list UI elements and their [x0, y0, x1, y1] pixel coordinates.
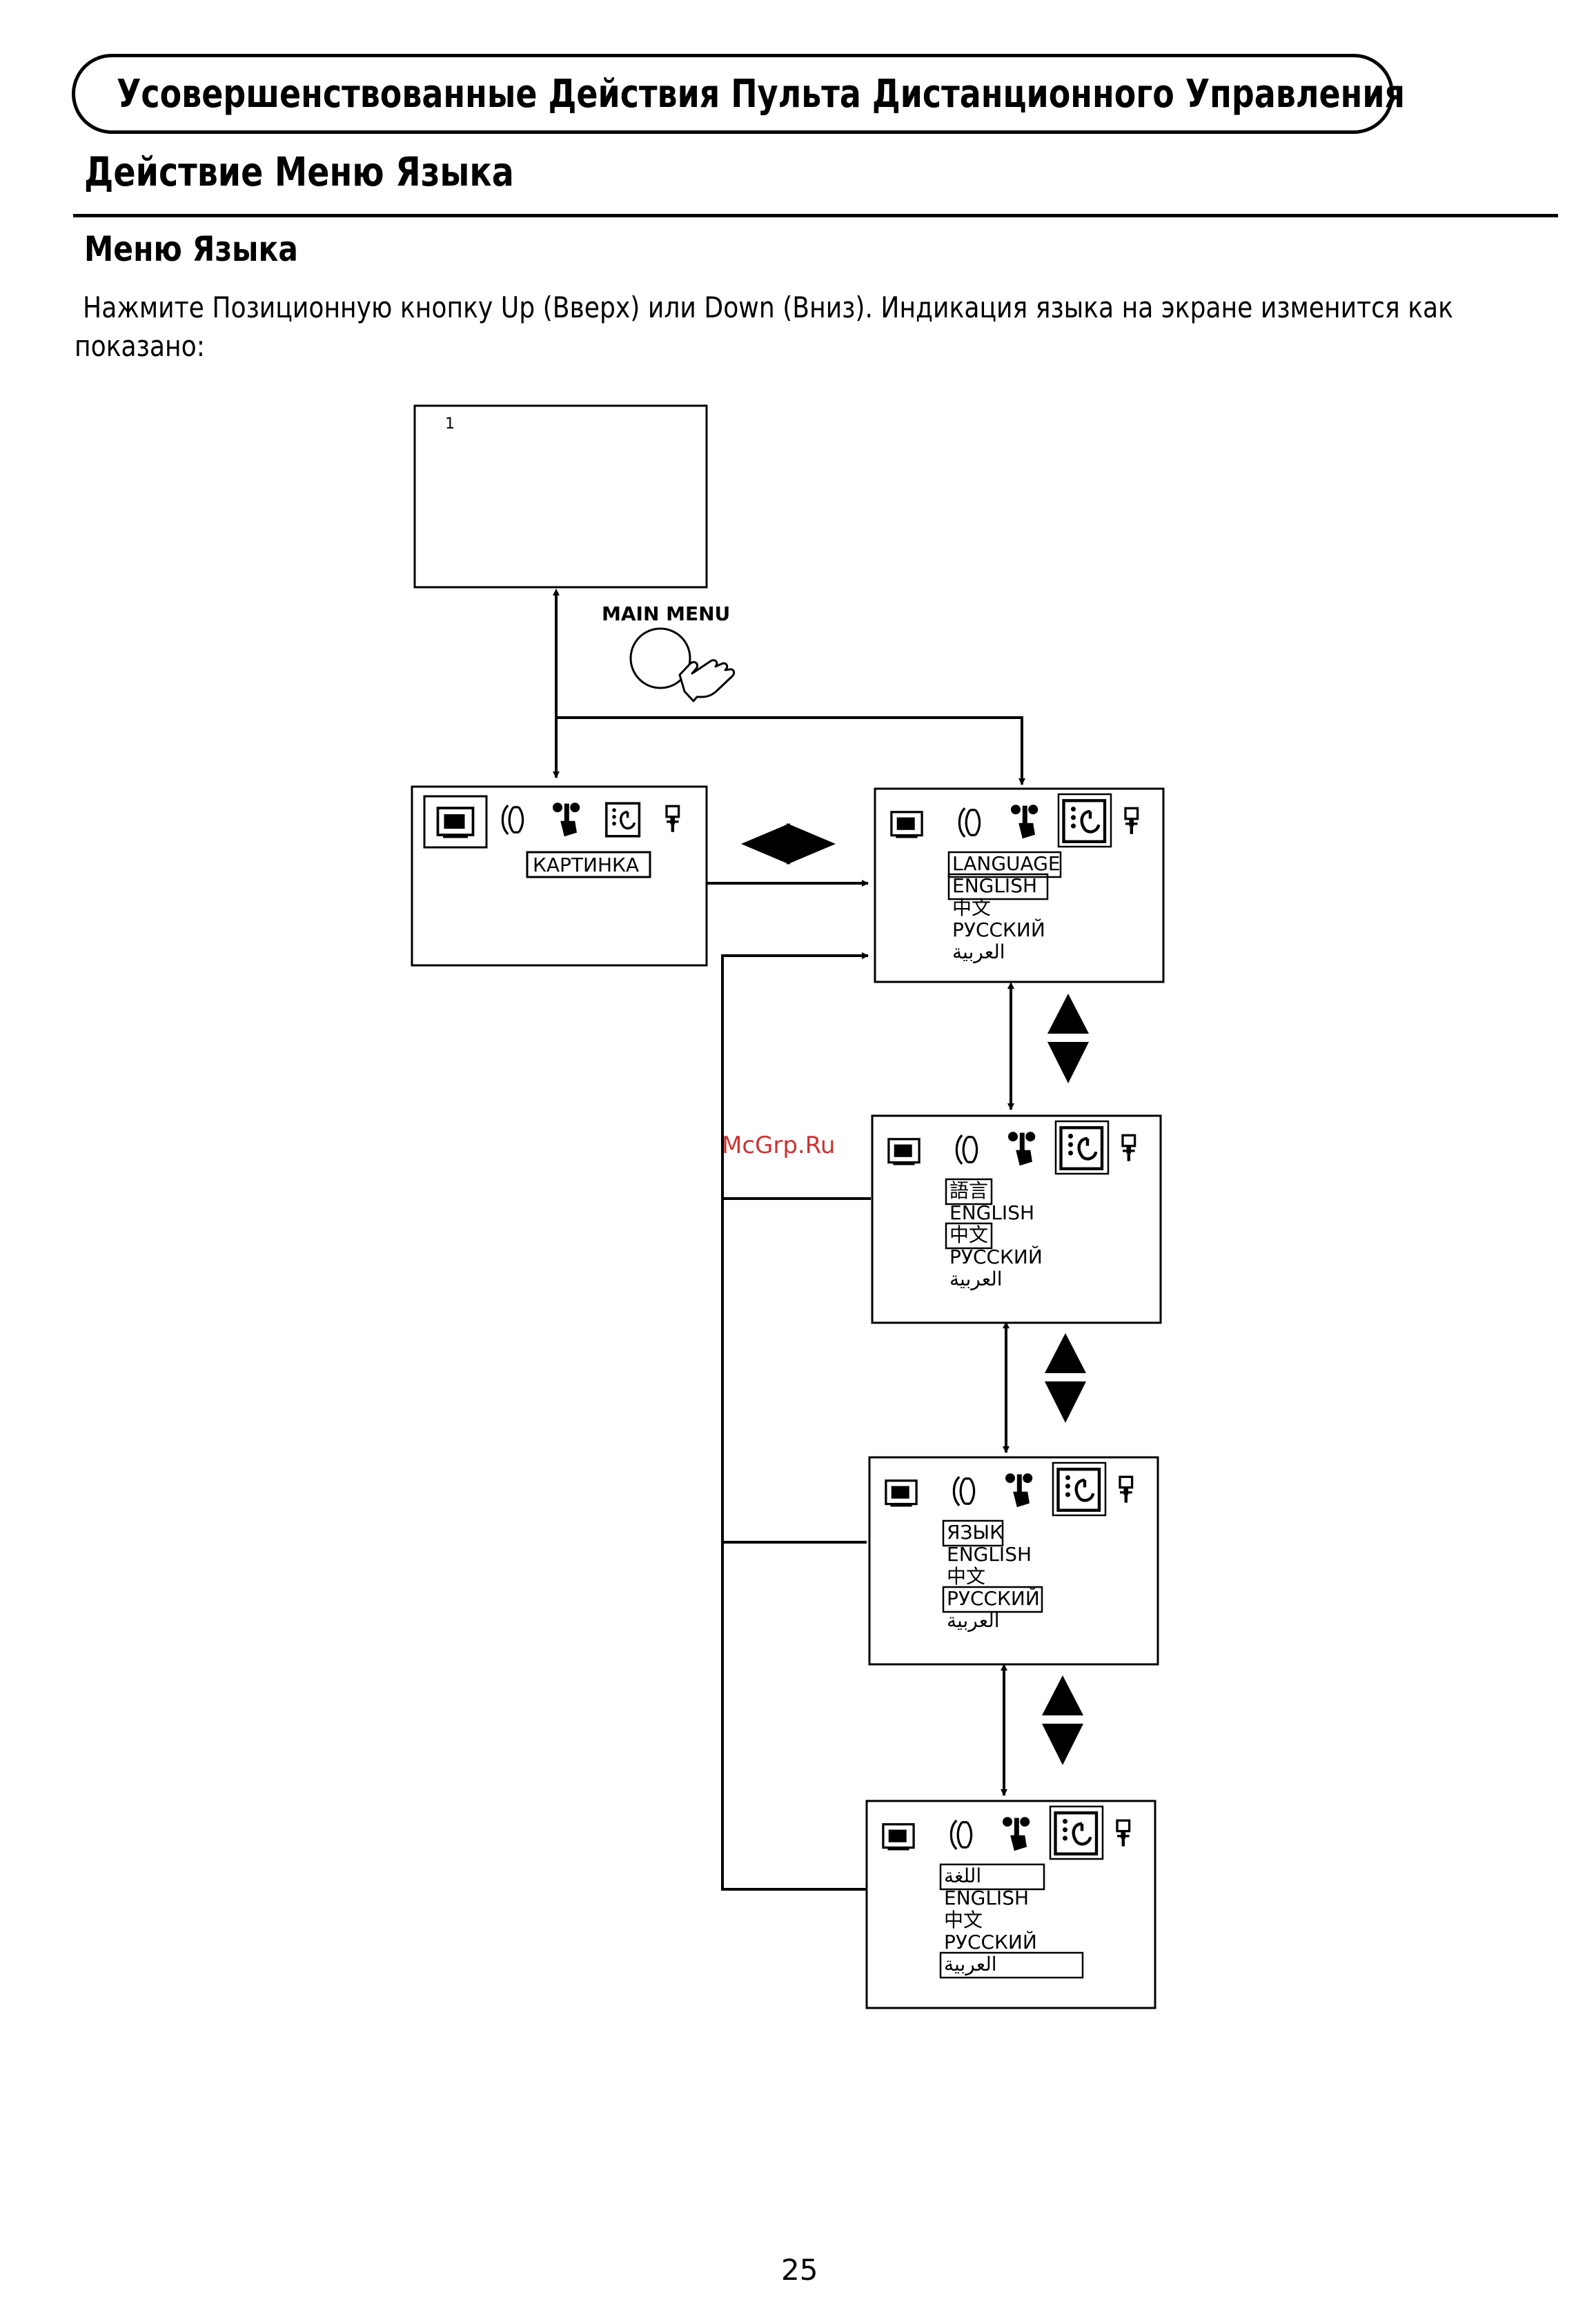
selected-option-highlight: [942, 1586, 1043, 1613]
language-menu-heading: ЯЗЫК: [947, 1521, 1003, 1544]
selected-option-highlight: [947, 873, 1049, 900]
selected-icon-frame: [1052, 1461, 1107, 1517]
language-option: العربية: [944, 1953, 997, 1976]
down-triangle-icon: [1045, 1381, 1086, 1423]
language-option: 中文: [952, 896, 991, 919]
language-icon: [1059, 1469, 1100, 1510]
tv-channel-number: 1: [445, 415, 455, 433]
language-screens: LANGUAGEENGLISH中文РУССКИЙالعربية語言ENGLISH…: [865, 787, 1165, 2009]
page-number: 25: [781, 2253, 818, 2287]
hand-pointer-icon: [678, 659, 736, 702]
language-icon: [1056, 1813, 1097, 1854]
language-menu-heading: LANGUAGE: [952, 852, 1061, 875]
heading-highlight: [947, 851, 1062, 878]
heading-highlight: [942, 1519, 1004, 1547]
left-triangle-icon: [741, 823, 790, 865]
language-option: 中文: [949, 1223, 988, 1246]
watermark: McGrp.Ru: [722, 1132, 836, 1159]
up-down-arrows: [1001, 982, 1089, 1796]
picture-menu-highlight: [526, 851, 651, 878]
chapter-title: Усовершенствованные Действия Пульта Дист…: [117, 71, 1405, 117]
selected-icon-frame: [1049, 1805, 1104, 1860]
language-option: ENGLISH: [952, 874, 1037, 897]
language-menu-heading: 語言: [949, 1179, 988, 1202]
language-option: العربية: [947, 1609, 1000, 1632]
language-icon: [1061, 1127, 1103, 1169]
section-title: Действие Меню Языка: [84, 148, 514, 195]
picture-icon: [882, 1823, 915, 1852]
up-triangle-icon: [1047, 994, 1089, 1034]
picture-icon: [887, 1138, 921, 1167]
language-option: РУССКИЙ: [947, 1586, 1040, 1610]
up-triangle-icon: [1042, 1675, 1083, 1715]
right-triangle-icon: [787, 823, 836, 865]
tv-screen: [413, 404, 708, 589]
chapter-banner: Усовершенствованные Действия Пульта Дист…: [72, 54, 1405, 134]
language-option: ENGLISH: [949, 1201, 1034, 1224]
picture-icon: [436, 807, 475, 840]
language-option: ENGLISH: [944, 1887, 1029, 1909]
language-icon: [604, 802, 641, 838]
heading-highlight: [939, 1863, 1045, 1891]
language-menu-heading: اللغة: [944, 1864, 981, 1887]
language-option: 中文: [944, 1909, 983, 1931]
language-option: РУССКИЙ: [949, 1245, 1043, 1268]
instruction-paragraph: Нажмите Позиционную кнопку Up (Вверх) ил…: [75, 288, 1453, 366]
main-menu-to-language-arrow: [556, 716, 1025, 785]
remote-button-circle: [629, 627, 691, 689]
selected-option-highlight: [939, 1951, 1084, 1979]
heading-highlight: [945, 1178, 993, 1205]
language-icon: [1064, 800, 1105, 842]
language-option: ENGLISH: [947, 1543, 1032, 1566]
down-triangle-icon: [1047, 1042, 1089, 1083]
main-menu-button[interactable]: MAIN MENU: [602, 602, 736, 702]
picture-menu-icons: [423, 795, 679, 849]
main-menu-label: MAIN MENU: [602, 602, 730, 625]
selected-icon-frame: [1057, 793, 1112, 848]
up-triangle-icon: [1045, 1333, 1086, 1373]
return-loop-line: [721, 954, 868, 1891]
language-option: РУССКИЙ: [944, 1930, 1037, 1953]
picture-menu-item: КАРТИНКА: [533, 854, 639, 876]
instruction-line-1: Нажмите Позиционную кнопку Up (Вверх) ил…: [83, 290, 1453, 324]
instruction-line-2: показано:: [75, 329, 205, 363]
subsection-title: Меню Языка: [84, 229, 298, 269]
down-triangle-icon: [1042, 1724, 1083, 1765]
selected-option-highlight: [945, 1222, 993, 1250]
language-option: العربية: [949, 1268, 1003, 1290]
picture-icon: [890, 811, 923, 840]
section-divider: [73, 214, 1558, 217]
picture-icon: [885, 1479, 918, 1508]
language-option: 中文: [947, 1565, 985, 1588]
language-option: العربية: [952, 941, 1005, 963]
language-option: РУССКИЙ: [952, 918, 1045, 941]
selected-icon-frame: [1054, 1120, 1110, 1175]
